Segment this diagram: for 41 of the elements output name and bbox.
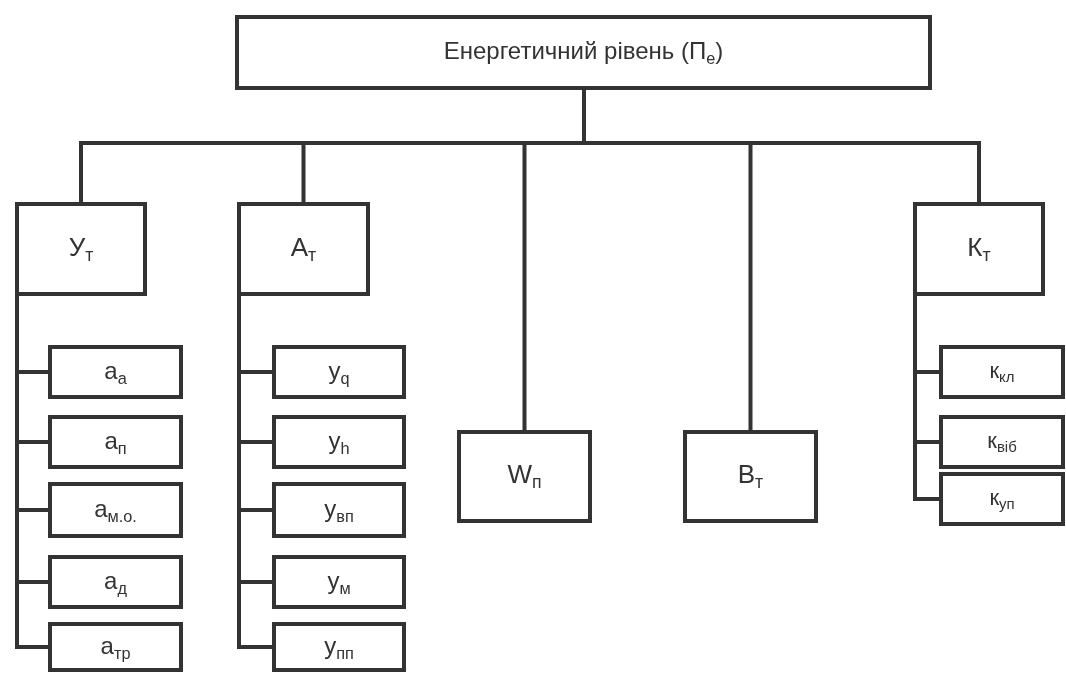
node-label: у$_{пп}$ xyxy=(324,631,354,663)
node-label: к$_{віб}$ xyxy=(987,428,1017,456)
node-label: к$_{уп}$ xyxy=(989,485,1015,513)
category-box xyxy=(272,415,406,469)
node-label: у$_{вп}$ xyxy=(324,494,354,526)
node-label: а$_{тр}$ xyxy=(100,631,131,663)
category-box xyxy=(457,430,592,523)
node-label: у$_{м}$ xyxy=(327,566,351,598)
node-label: у$_{q}$ xyxy=(328,356,350,388)
connector-line xyxy=(237,296,272,649)
node-label: К$_{т}$ xyxy=(967,231,991,267)
node-label: а$_{м.о.}$ xyxy=(94,494,137,526)
category-box xyxy=(272,482,406,538)
node-label: а$_{д}$ xyxy=(104,566,127,598)
category-box xyxy=(939,415,1065,469)
category-box xyxy=(939,472,1065,526)
connector-line xyxy=(582,90,981,202)
category-box xyxy=(272,555,406,609)
node-label: В$_{т}$ xyxy=(737,459,764,494)
node-label: а$_{п}$ xyxy=(104,426,127,458)
node-label: а$_{а}$ xyxy=(104,356,127,388)
category-box xyxy=(48,345,183,399)
connector-line xyxy=(15,296,48,649)
category-box xyxy=(939,345,1065,399)
category-box xyxy=(683,430,818,523)
category-box xyxy=(272,622,406,672)
root-box xyxy=(235,15,932,90)
category-box xyxy=(913,202,1045,296)
category-box xyxy=(272,345,406,399)
node-label: к$_{кл}$ xyxy=(989,358,1015,386)
node-label: У$_{т}$ xyxy=(68,231,94,267)
node-label: А$_{т}$ xyxy=(290,231,317,267)
category-box xyxy=(15,202,147,296)
category-box xyxy=(48,482,183,538)
category-box xyxy=(237,202,370,296)
category-box xyxy=(48,415,183,469)
node-label: W$_{п}$ xyxy=(507,459,542,494)
category-box xyxy=(48,555,183,609)
node-label: Енергетичний рівень (П$_{е}$) xyxy=(443,37,724,68)
node-label: у$_{h}$ xyxy=(328,426,350,458)
category-box xyxy=(48,622,183,672)
